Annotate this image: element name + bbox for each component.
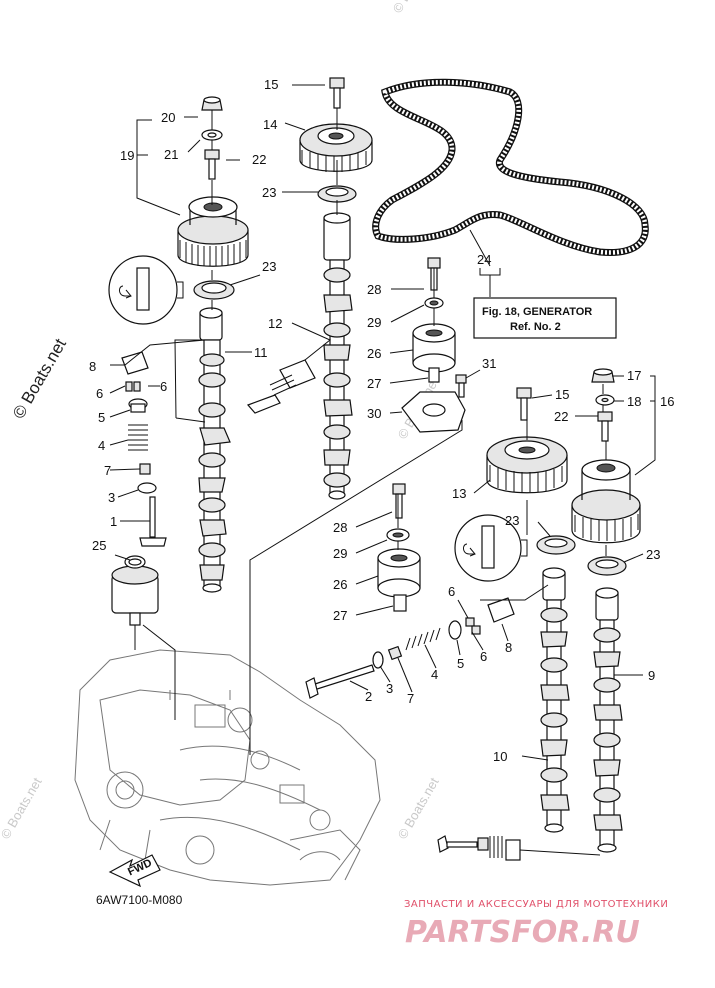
- callout-20: 20: [161, 110, 175, 125]
- lower-valve-parts: [305, 597, 515, 699]
- callout-9: 9: [648, 668, 655, 683]
- leader-lines: [109, 84, 656, 761]
- callout-19: 19: [120, 148, 134, 163]
- engine-block: [74, 649, 381, 886]
- callout-7: 7: [407, 691, 414, 706]
- shop-tagline: ЗАПЧАСТИ И АКСЕССУАРЫ ДЛЯ МОТОТЕХНИКИ: [404, 899, 668, 910]
- left-cam-pulley-assembly: [177, 96, 249, 300]
- camshaft-9: [593, 587, 623, 853]
- callout-22: 22: [554, 409, 568, 424]
- left-camshaft: [198, 307, 231, 593]
- right-cam-pulley-13: [486, 387, 576, 555]
- callout-5: 5: [457, 656, 464, 671]
- callout-12: 12: [268, 316, 282, 331]
- callout-23: 23: [262, 185, 276, 200]
- callout-18: 18: [627, 394, 641, 409]
- watermark-faint: © Boats.net: [0, 775, 45, 842]
- bottom-valve-set: [437, 835, 601, 861]
- reference-line-1: Fig. 18, GENERATOR: [482, 306, 592, 318]
- callout-14: 14: [263, 117, 277, 132]
- callout-7: 7: [104, 463, 111, 478]
- callout-4: 4: [431, 667, 438, 682]
- watermark-main: © Boats.net: [9, 335, 70, 422]
- callout-22: 22: [252, 152, 266, 167]
- callout-27: 27: [333, 608, 347, 623]
- callout-11: 11: [254, 345, 268, 360]
- callout-4: 4: [98, 438, 105, 453]
- callout-8: 8: [505, 640, 512, 655]
- callout-16: 16: [660, 394, 674, 409]
- callout-6: 6: [480, 649, 487, 664]
- callout-23: 23: [646, 547, 660, 562]
- callout-6: 6: [160, 379, 167, 394]
- pin-detail-circle-right: [454, 514, 528, 582]
- fwd-arrow-icon: FWD: [108, 854, 161, 888]
- shop-branding: ЗАПЧАСТИ И АКСЕССУАРЫ ДЛЯ МОТОТЕХНИКИ PA…: [404, 899, 668, 950]
- middle-valve-assembly: [246, 359, 316, 414]
- callout-29: 29: [367, 315, 381, 330]
- callout-23: 23: [505, 513, 519, 528]
- reference-line-2: Ref. No. 2: [510, 321, 561, 333]
- callout-15: 15: [264, 77, 278, 92]
- callout-28: 28: [333, 520, 347, 535]
- middle-camshaft: [323, 212, 353, 500]
- callout-27: 27: [367, 376, 381, 391]
- callout-1: 1: [110, 514, 117, 529]
- timing-belt: [372, 78, 649, 257]
- callout-24: 24: [477, 252, 491, 267]
- callout-6: 6: [96, 386, 103, 401]
- diagram-code: 6AW7100-M080: [96, 893, 183, 907]
- watermark-faint: © Boats.net: [390, 0, 437, 15]
- callout-8: 8: [89, 359, 96, 374]
- idler-group-lower: [377, 483, 421, 612]
- callout-3: 3: [108, 490, 115, 505]
- callout-26: 26: [367, 346, 381, 361]
- watermark-faint: © Boats.net: [395, 775, 442, 842]
- callout-28: 28: [367, 282, 381, 297]
- middle-cam-pulley: [299, 77, 373, 203]
- callout-29: 29: [333, 546, 347, 561]
- callout-5: 5: [98, 410, 105, 425]
- pin-detail-circle: [108, 255, 184, 325]
- callout-numbers: 20 21 19 22 23 8 6 6 5 4 7 3 1 11 25 15 …: [89, 77, 674, 764]
- callout-31: 31: [482, 356, 496, 371]
- callout-25: 25: [92, 538, 106, 553]
- callout-2: 2: [365, 689, 372, 704]
- callout-6: 6: [448, 584, 455, 599]
- callout-13: 13: [452, 486, 466, 501]
- belt-tensioner: [111, 555, 159, 626]
- callout-23: 23: [262, 259, 276, 274]
- callout-10: 10: [493, 749, 507, 764]
- shop-logo: PARTSFOR.RU: [405, 915, 640, 950]
- camshaft-10: [540, 567, 570, 833]
- reference-box: Fig. 18, GENERATOR Ref. No. 2: [473, 297, 617, 339]
- left-valve-parts: [121, 351, 167, 547]
- callout-15: 15: [555, 387, 569, 402]
- callout-30: 30: [367, 406, 381, 421]
- callout-17: 17: [627, 368, 641, 383]
- callout-21: 21: [164, 147, 178, 162]
- callout-26: 26: [333, 577, 347, 592]
- callout-3: 3: [386, 681, 393, 696]
